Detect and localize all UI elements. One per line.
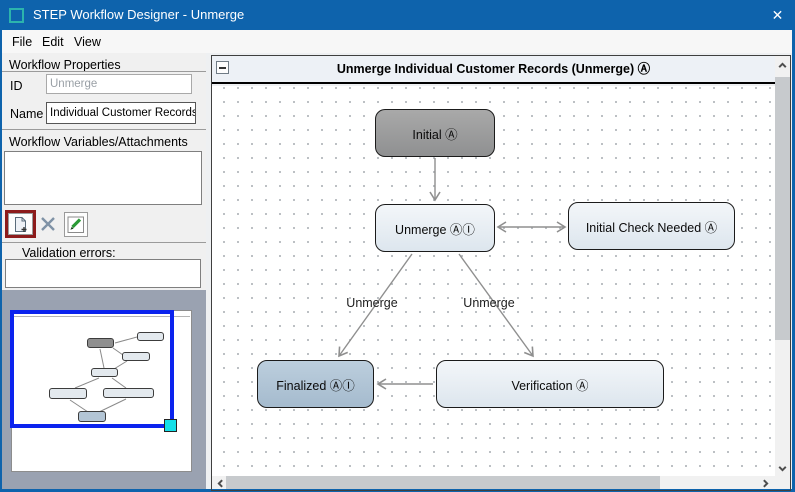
overview-node xyxy=(122,352,150,361)
state-node-finalized[interactable]: Finalized ⒶⒾ xyxy=(257,360,374,408)
edit-attachment-button[interactable] xyxy=(64,212,88,237)
state-node-verification[interactable]: Verification Ⓐ xyxy=(436,360,664,408)
overview-node xyxy=(91,368,118,377)
state-node-initial[interactable]: Initial Ⓐ xyxy=(375,109,495,157)
id-input[interactable]: Unmerge xyxy=(46,74,192,94)
close-button[interactable]: ✕ xyxy=(771,7,784,23)
overview-node xyxy=(78,411,106,422)
separator xyxy=(2,71,206,72)
transition-edge[interactable] xyxy=(458,253,534,358)
overview-node xyxy=(49,388,87,399)
validation-errors-label: Validation errors: xyxy=(22,246,116,260)
name-input[interactable]: Individual Customer Records xyxy=(46,102,196,124)
variables-list[interactable] xyxy=(4,151,202,205)
scroll-left-button[interactable] xyxy=(213,476,227,490)
app-icon xyxy=(9,8,24,23)
menu-view[interactable]: View xyxy=(74,35,101,49)
vertical-scroll-thumb[interactable] xyxy=(775,77,790,340)
chevron-left-icon xyxy=(216,478,223,488)
workflow-canvas-title: Unmerge Individual Customer Records (Unm… xyxy=(336,62,651,76)
overview-node xyxy=(103,388,154,398)
overview-node xyxy=(87,338,114,348)
collapse-button[interactable] xyxy=(216,61,229,74)
window-title: STEP Workflow Designer - Unmerge xyxy=(33,7,245,22)
overview-resize-handle[interactable] xyxy=(164,419,177,432)
minus-icon xyxy=(219,66,226,69)
chevron-down-icon xyxy=(778,465,787,472)
validation-errors-box[interactable] xyxy=(5,259,201,288)
separator xyxy=(2,242,206,243)
x-icon xyxy=(41,217,55,231)
add-attachment-button[interactable] xyxy=(8,213,33,235)
menu-bar: File Edit View xyxy=(2,30,792,53)
state-node-initial-check-needed[interactable]: Initial Check Needed Ⓐ xyxy=(568,202,735,250)
state-node-unmerge[interactable]: Unmerge ⒶⒾ xyxy=(375,204,495,252)
menu-file[interactable]: File xyxy=(12,35,33,49)
horizontal-scroll-thumb[interactable] xyxy=(226,476,660,490)
transition-edge[interactable] xyxy=(338,253,413,358)
scroll-right-button[interactable] xyxy=(758,476,772,490)
variables-title: Workflow Variables/Attachments xyxy=(9,135,188,149)
scroll-down-button[interactable] xyxy=(775,461,790,475)
window-border xyxy=(0,30,2,492)
name-value: Individual Customer Records xyxy=(50,107,196,119)
workflow-canvas[interactable]: Initial Ⓐ Unmerge ⒶⒾ Initial Check Needed … xyxy=(212,86,775,476)
separator xyxy=(2,129,206,130)
overview-node xyxy=(137,332,164,341)
edges-layer xyxy=(338,158,567,390)
id-value: Unmerge xyxy=(50,78,98,90)
window-border xyxy=(792,30,795,492)
add-button-highlight xyxy=(5,210,36,238)
overview-edges-layer xyxy=(69,336,138,413)
scroll-up-button[interactable] xyxy=(775,58,790,72)
title-bar: STEP Workflow Designer - Unmerge ✕ xyxy=(0,0,795,30)
workflow-properties-title: Workflow Properties xyxy=(9,58,121,72)
name-label: Name xyxy=(10,107,44,121)
menu-edit[interactable]: Edit xyxy=(42,35,64,49)
edge-label: Unmerge xyxy=(346,296,398,310)
overview-headerline xyxy=(13,316,190,317)
id-label: ID xyxy=(10,79,23,93)
chevron-up-icon xyxy=(778,61,787,68)
document-plus-icon xyxy=(15,216,27,232)
delete-attachment-button[interactable] xyxy=(39,215,57,233)
edge-label: Unmerge xyxy=(463,296,515,310)
chevron-right-icon xyxy=(762,478,769,488)
pencil-icon xyxy=(67,216,84,233)
overview-panel xyxy=(2,290,206,489)
canvas-header: Unmerge Individual Customer Records (Unm… xyxy=(212,56,775,84)
overview-viewport-rect[interactable] xyxy=(10,310,174,428)
